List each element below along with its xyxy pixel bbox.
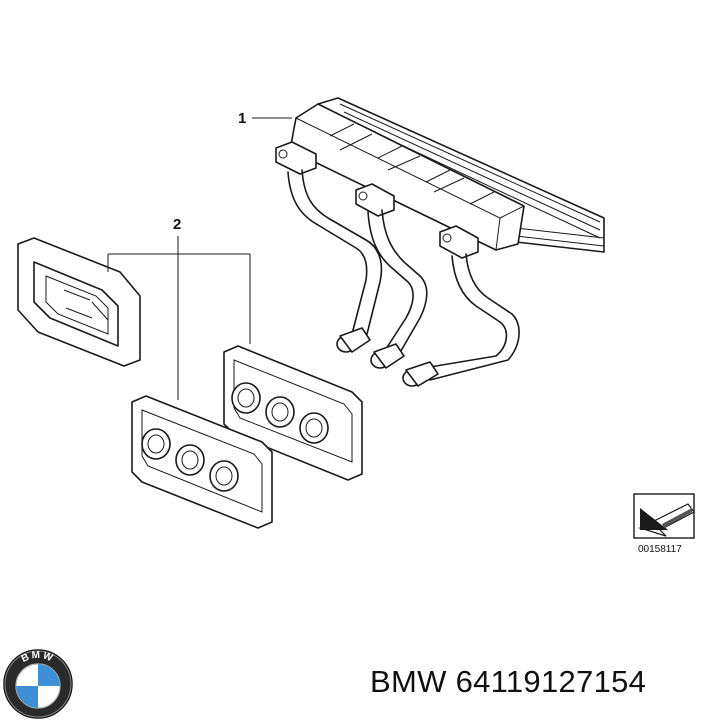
callout-1: 1: [238, 110, 292, 127]
heater-core-part: [275, 97, 605, 387]
front-seal-grommets: [141, 428, 239, 492]
bmw-logo-lettering: BMW: [20, 650, 54, 665]
middle-seal-grommets: [231, 382, 329, 444]
svg-text:BMW: BMW: [20, 650, 56, 665]
callout-1-label: 1: [238, 110, 246, 127]
callout-2: 2: [107, 216, 251, 400]
part-number-caption: BMW 64119127154: [370, 664, 647, 699]
view-direction-arrow-icon: [633, 493, 695, 539]
callout-2-label: 2: [173, 216, 181, 233]
grommet-seals-part: [17, 237, 363, 529]
bmw-roundel-logo-icon: BMW: [3, 649, 73, 719]
reference-code: 00158117: [638, 544, 682, 555]
